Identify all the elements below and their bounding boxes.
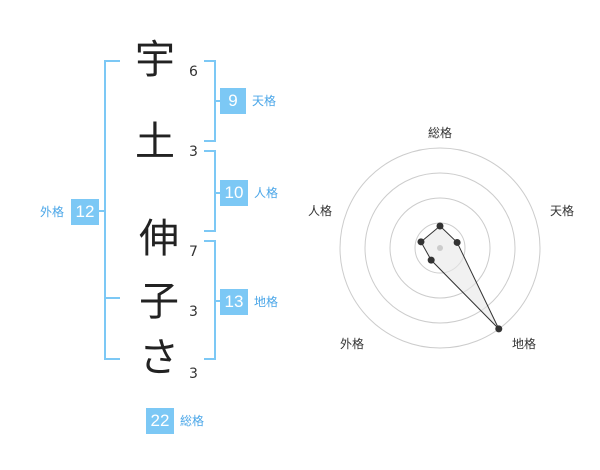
gaikaku-value-badge: 12 bbox=[71, 199, 99, 225]
gaikaku-label: 外格 bbox=[40, 205, 65, 219]
stroke-count-3: 7 bbox=[189, 244, 198, 260]
radar-point-4 bbox=[427, 256, 435, 264]
tenkaku-value-badge: 9 bbox=[220, 88, 246, 114]
jinkaku-value-badge: 10 bbox=[220, 180, 248, 206]
gaikaku-connector bbox=[98, 210, 106, 212]
radar-ring bbox=[389, 197, 491, 299]
chikaku-value-badge: 13 bbox=[220, 289, 248, 315]
radar-axis-label-gaikaku: 外格 bbox=[340, 337, 365, 351]
name-char-3: 伸 bbox=[139, 216, 179, 262]
radar-ring bbox=[339, 147, 541, 349]
jinkaku-bracket bbox=[204, 150, 216, 232]
jinkaku-connector bbox=[214, 192, 222, 194]
radar-point-1 bbox=[436, 222, 444, 230]
radar-ring bbox=[364, 172, 516, 324]
name-char-2: 土 bbox=[135, 119, 175, 165]
stroke-count-1: 6 bbox=[189, 64, 198, 80]
radar-point-2 bbox=[453, 238, 461, 246]
chikaku-label: 地格 bbox=[254, 295, 279, 309]
radar-point-5 bbox=[417, 238, 425, 246]
radar-series-polygon bbox=[420, 225, 500, 330]
jinkaku-label: 人格 bbox=[254, 186, 279, 200]
soukaku-value-badge: 22 bbox=[146, 408, 174, 434]
stroke-count-2: 3 bbox=[189, 144, 198, 160]
stroke-count-5: 3 bbox=[189, 366, 198, 382]
radar-center bbox=[437, 245, 443, 251]
radar-axis-label-soukaku: 総格 bbox=[428, 126, 453, 140]
name-char-4: 子 bbox=[139, 279, 179, 325]
tenkaku-label: 天格 bbox=[252, 94, 277, 108]
name-char-1: 宇 bbox=[135, 37, 175, 83]
radar-axis-label-tenkaku: 天格 bbox=[550, 204, 575, 218]
tenkaku-connector bbox=[214, 100, 222, 102]
radar-axis-label-jinkaku: 人格 bbox=[308, 204, 333, 218]
soukaku-label: 総格 bbox=[180, 414, 205, 428]
stroke-count-4: 3 bbox=[189, 304, 198, 320]
radar-axis-label-chikaku: 地格 bbox=[512, 337, 537, 351]
radar-point-3 bbox=[495, 325, 503, 333]
name-char-5: さ bbox=[139, 335, 179, 381]
chikaku-connector bbox=[214, 300, 222, 302]
gaikaku-bracket-mid bbox=[104, 297, 120, 299]
